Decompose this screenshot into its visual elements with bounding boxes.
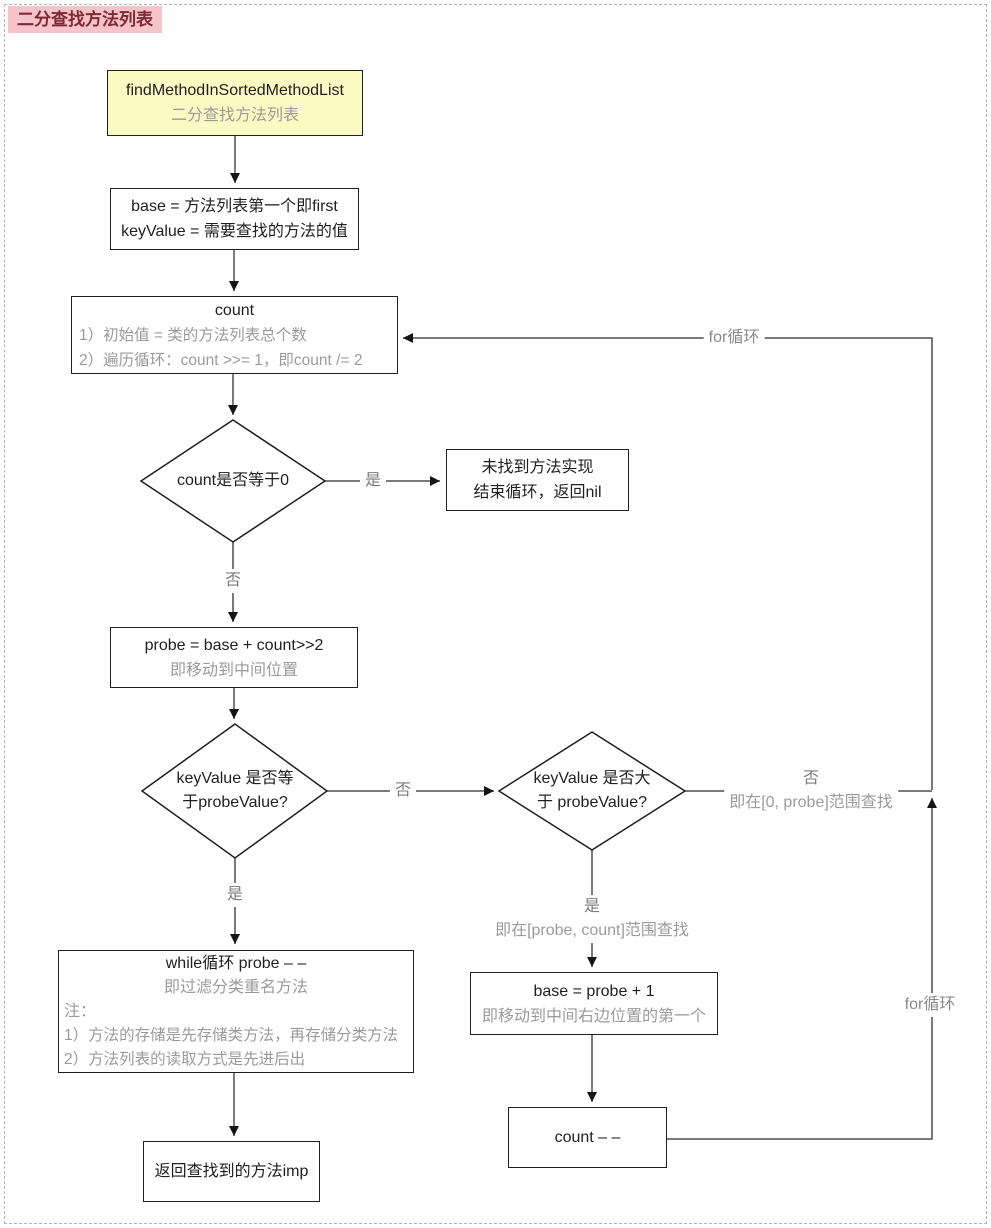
edge-loop-into-count [403, 333, 933, 790]
key-equal-line2: 于probeValue? [182, 794, 288, 811]
start-subtitle: 二分查找方法列表 [170, 107, 299, 124]
return-text: 返回查找到的方法imp [154, 1163, 309, 1180]
diamond-key-greater-label: keyValue 是否大 于 probeValue? [533, 767, 650, 815]
count-item1: 1）初始值 = 类的方法列表总个数 [79, 326, 307, 344]
notfound-line1: 未找到方法实现 [481, 459, 594, 476]
countdec-text: count – – [554, 1129, 621, 1146]
node-start: findMethodInSortedMethodList 二分查找方法列表 [107, 70, 363, 136]
diamond-count-zero [139, 419, 327, 543]
notfound-line2: 结束循环，返回nil [473, 484, 602, 501]
while-note1: 1）方法的存储是先存储类方法，再存储分类方法 [64, 1026, 399, 1044]
base-line1: base = probe + 1 [533, 982, 655, 1000]
base-line2: 即移动到中间右边位置的第一个 [481, 1007, 706, 1025]
start-title: findMethodInSortedMethodList [126, 82, 344, 99]
node-count: count 1）初始值 = 类的方法列表总个数 2）遍历循环：count >>=… [71, 296, 398, 374]
yes-greater-text: 是 [583, 898, 601, 915]
init-line2: keyValue = 需要查找的方法的值 [121, 223, 348, 240]
key-greater-line1: keyValue 是否大 [533, 770, 651, 787]
page-title-label: 二分查找方法列表 [8, 6, 162, 33]
yes-greater-note: 即在[probe, count]范围查找 [495, 922, 689, 939]
key-greater-line2: 于 probeValue? [536, 794, 647, 811]
key-equal-line1: keyValue 是否等 [176, 770, 294, 787]
count-item2: 2）遍历循环：count >>= 1，即count /= 2 [79, 351, 363, 369]
init-line1: base = 方法列表第一个即first [131, 198, 338, 215]
edge-countdec-loop-up [667, 798, 937, 1140]
probe-line2: 即移动到中间位置 [169, 661, 298, 679]
while-line1: while循环 probe – – [165, 954, 307, 972]
edge-label-yes-equal: 是 [221, 883, 249, 907]
while-line2: 即过滤分类重名方法 [163, 978, 308, 996]
node-count-decrement: count – – [508, 1107, 667, 1168]
node-return-imp: 返回查找到的方法imp [143, 1141, 320, 1202]
diamond-key-greater [497, 731, 687, 851]
edge-label-no-greater: 否 即在[0, probe]范围查找 [724, 767, 898, 815]
node-while-filter: while循环 probe – – 即过滤分类重名方法 注： 1）方法的存储是先… [58, 950, 414, 1073]
for-loop-label-right: for循环 [899, 993, 961, 1017]
dashed-page-border [4, 4, 987, 1224]
count-title: count [214, 301, 255, 319]
edge-label-no-count-zero: 否 [219, 569, 247, 593]
node-not-found: 未找到方法实现 结束循环，返回nil [446, 449, 629, 511]
diamond-count-zero-label: count是否等于0 [176, 472, 290, 489]
node-init: base = 方法列表第一个即first keyValue = 需要查找的方法的… [110, 188, 359, 250]
edge-label-no-equal: 否 [389, 779, 417, 803]
no-greater-note: 即在[0, probe]范围查找 [729, 794, 893, 811]
node-probe: probe = base + count>>2 即移动到中间位置 [110, 627, 358, 688]
diamond-key-equal-label: keyValue 是否等 于probeValue? [176, 767, 293, 815]
edge-label-yes-count-zero: 是 [359, 469, 387, 493]
edge-label-yes-greater: 是 即在[probe, count]范围查找 [490, 895, 694, 943]
node-base-probe: base = probe + 1 即移动到中间右边位置的第一个 [470, 972, 718, 1035]
probe-line1: probe = base + count>>2 [144, 636, 324, 654]
while-note2: 2）方法列表的读取方式是先进后出 [64, 1050, 306, 1068]
diamond-key-equal [140, 723, 329, 859]
no-greater-text: 否 [802, 770, 820, 787]
for-loop-label-top: for循环 [703, 326, 765, 350]
while-note-title: 注： [64, 1002, 97, 1020]
